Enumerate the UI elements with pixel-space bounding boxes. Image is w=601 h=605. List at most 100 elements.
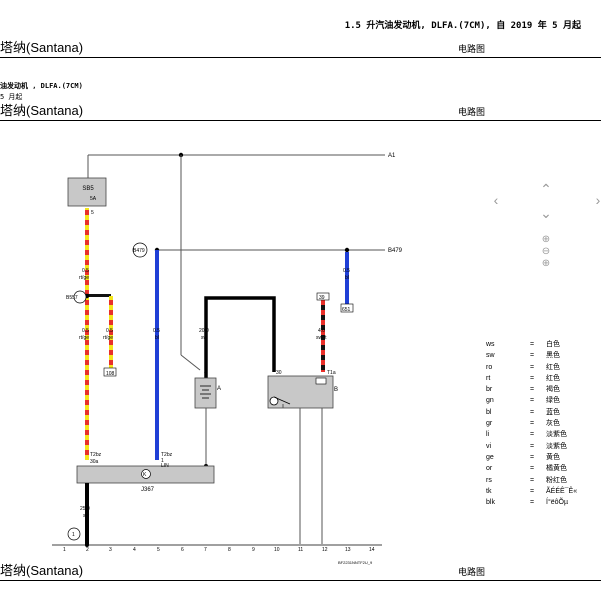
svg-text:8: 8 bbox=[228, 547, 231, 553]
svg-text:rt/ge: rt/ge bbox=[103, 335, 113, 341]
legend-row: bl=蓝色 bbox=[486, 408, 560, 416]
svg-text:T2bz: T2bz bbox=[90, 452, 102, 458]
legend-row: gr=灰色 bbox=[486, 420, 560, 428]
rail-a1-label: A1 bbox=[388, 153, 396, 159]
svg-text:20.0: 20.0 bbox=[199, 328, 209, 334]
header-model-name: 塔纳(Santana) bbox=[0, 103, 84, 118]
scroll-up-icon[interactable]: ⌃ bbox=[540, 181, 552, 197]
battery-a bbox=[194, 377, 217, 409]
fuse-rating: 5A bbox=[90, 196, 97, 202]
document-title: 1.5 升汽油发动机, DLFA.(7CM), 自 2019 年 5 月起 bbox=[344, 21, 581, 31]
fuse-name: SB5 bbox=[82, 186, 94, 192]
legend-row: rs=粉红色 bbox=[486, 476, 567, 484]
header-model-name: 塔纳(Santana) bbox=[0, 40, 84, 55]
ground-node bbox=[67, 527, 81, 541]
svg-text:9: 9 bbox=[252, 547, 255, 553]
prev-page-icon[interactable]: ‹ bbox=[493, 192, 499, 208]
svg-text:1: 1 bbox=[63, 547, 66, 553]
diagram-code: BF2231NNTF2U_9 bbox=[338, 560, 373, 565]
svg-text:0.5: 0.5 bbox=[153, 328, 160, 334]
color-legend: ws=白色 sw=黑色 ro=红色 rt=红色 br=褐色 gn=绿色 bl=蓝… bbox=[486, 339, 577, 508]
wire-sw-rt bbox=[321, 300, 325, 372]
svg-text:4: 4 bbox=[133, 547, 136, 553]
svg-text:+: + bbox=[204, 370, 207, 376]
svg-text:12: 12 bbox=[322, 547, 328, 553]
node-b557 bbox=[73, 290, 87, 304]
legend-row: or=橘黄色 bbox=[486, 465, 567, 473]
svg-text:25.0: 25.0 bbox=[80, 506, 90, 512]
legend-row: ws=白色 bbox=[486, 341, 560, 348]
svg-text:1: 1 bbox=[72, 532, 75, 538]
junction-dot bbox=[344, 247, 350, 253]
svg-text:K: K bbox=[143, 472, 147, 478]
next-page-icon[interactable]: › bbox=[595, 192, 601, 208]
rail-b479-label: B479 bbox=[388, 248, 403, 254]
svg-text:30: 30 bbox=[276, 370, 282, 376]
svg-text:sw: sw bbox=[201, 335, 208, 341]
page-header-2: 塔纳(Santana) 电路图 bbox=[0, 102, 601, 121]
svg-text:10: 10 bbox=[274, 547, 280, 553]
zoom-out-icon[interactable]: ⊖ bbox=[541, 246, 551, 257]
starter-label: B bbox=[334, 387, 338, 393]
svg-text:651: 651 bbox=[342, 307, 351, 313]
fuse-sb5 bbox=[67, 177, 107, 207]
svg-text:30a: 30a bbox=[90, 459, 99, 465]
svg-text:0.5: 0.5 bbox=[82, 268, 89, 274]
svg-text:7: 7 bbox=[204, 547, 207, 553]
header-diagram-label: 电路图 bbox=[458, 44, 486, 54]
legend-row: ro=红色 bbox=[486, 363, 560, 371]
svg-text:0.5: 0.5 bbox=[343, 268, 350, 274]
node-b557-label: B557 bbox=[66, 295, 78, 301]
svg-text:bl: bl bbox=[155, 335, 159, 341]
footer-model-name: 塔纳(Santana) bbox=[0, 563, 84, 578]
svg-text:T2bz: T2bz bbox=[161, 452, 173, 458]
svg-text:sw: sw bbox=[83, 513, 90, 519]
legend-row: blk=Í°ëôÕµ bbox=[486, 499, 569, 507]
svg-text:39: 39 bbox=[319, 295, 325, 301]
svg-text:3: 3 bbox=[109, 547, 112, 553]
header-diagram-label: 电路图 bbox=[458, 107, 486, 117]
svg-text:5: 5 bbox=[157, 547, 160, 553]
node-b479 bbox=[132, 242, 148, 258]
svg-text:rt/ge: rt/ge bbox=[79, 335, 89, 341]
sub-title-engine: 油发动机 , DLFA.(7CM) bbox=[0, 82, 83, 90]
svg-text:108: 108 bbox=[106, 371, 115, 377]
svg-text:LIN: LIN bbox=[161, 463, 169, 469]
legend-row: vi=淡紫色 bbox=[486, 442, 567, 450]
wire-rt-ge-branch bbox=[109, 296, 113, 368]
legend-row: br=褐色 bbox=[486, 386, 560, 394]
svg-text:1: 1 bbox=[161, 458, 164, 464]
legend-row: gn=绿色 bbox=[486, 397, 560, 405]
footer-diagram-label: 电路图 bbox=[458, 567, 486, 577]
svg-text:13: 13 bbox=[345, 547, 351, 553]
legend-row: sw=黑色 bbox=[486, 352, 560, 360]
scroll-down-icon[interactable]: ⌄ bbox=[540, 205, 552, 221]
svg-text:0.5: 0.5 bbox=[82, 328, 89, 334]
wire-bl-right bbox=[345, 252, 349, 304]
svg-text:rt/ge: rt/ge bbox=[79, 275, 89, 281]
svg-text:14: 14 bbox=[369, 547, 375, 553]
svg-text:B479: B479 bbox=[133, 248, 145, 254]
svg-text:11: 11 bbox=[298, 547, 303, 553]
svg-text:T1a: T1a bbox=[327, 370, 336, 376]
svg-text:0.5: 0.5 bbox=[106, 328, 113, 334]
wire-sw-25 bbox=[85, 483, 89, 545]
wire-sw-20 bbox=[204, 296, 276, 378]
zoom-fit-icon[interactable]: ⊕ bbox=[541, 258, 551, 269]
wire-rt-ge bbox=[85, 208, 89, 460]
fuse-pin: 5 bbox=[91, 210, 94, 216]
svg-text:4.0: 4.0 bbox=[318, 328, 325, 334]
legend-row: rt=红色 bbox=[486, 374, 560, 382]
svg-text:sw/rt: sw/rt bbox=[316, 335, 327, 341]
page-footer: 塔纳(Santana) 电路图 bbox=[0, 562, 601, 581]
legend-row: li=淡紫色 bbox=[486, 431, 567, 439]
svg-text:6: 6 bbox=[181, 547, 184, 553]
battery-label: A bbox=[217, 386, 221, 392]
legend-row: tk=ÃÉÉÊ¯Ê« bbox=[486, 487, 578, 495]
zoom-in-icon[interactable]: ⊕ bbox=[541, 234, 551, 245]
module-label: J367 bbox=[141, 487, 155, 493]
wire-bl bbox=[155, 250, 159, 460]
sub-title-date: 5 月起 bbox=[0, 93, 23, 101]
page-header-1: 塔纳(Santana) 电路图 bbox=[0, 39, 601, 58]
